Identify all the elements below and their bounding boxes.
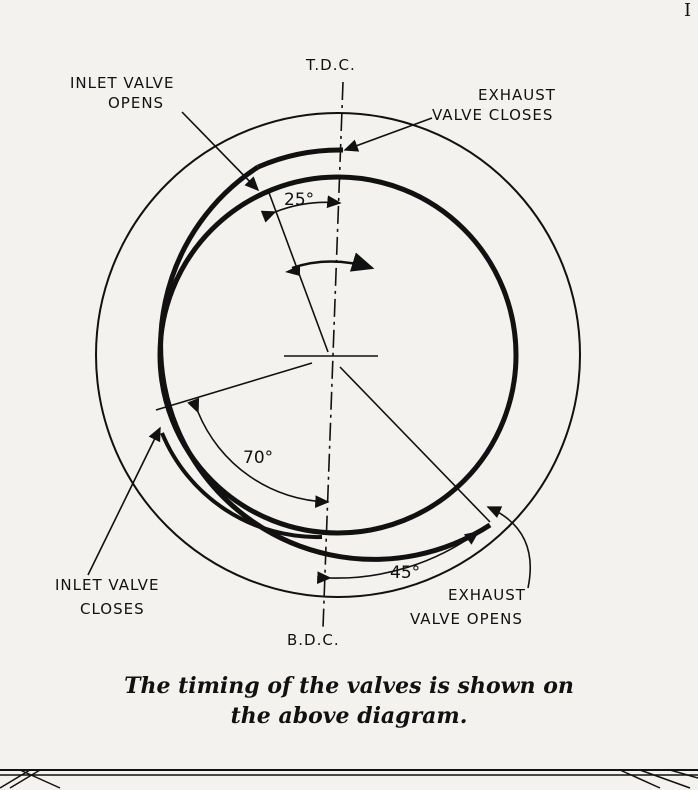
angle-70-arc xyxy=(187,397,330,509)
angle-25-label: 25° xyxy=(284,190,314,210)
rotation-arrow xyxy=(291,252,375,272)
inlet-opens-leader xyxy=(181,111,260,192)
angle-45-arc xyxy=(317,531,480,585)
inlet-opens-label-line1: INLET VALVE xyxy=(70,74,174,92)
inlet-close-arc xyxy=(160,432,323,540)
exhaust-closes-label-line2: VALVE CLOSES xyxy=(432,106,553,124)
bdc-label: B.D.C. xyxy=(287,631,340,649)
angle-45-label: 45° xyxy=(390,563,420,583)
exhaust-open-radial xyxy=(339,366,491,523)
edge-fragment-text: I xyxy=(684,0,692,21)
inlet-opens-label-line2: OPENS xyxy=(108,94,164,112)
inlet-close-radial xyxy=(155,362,313,411)
exhaust-closes-leader xyxy=(343,117,433,152)
angle-25-arc xyxy=(260,195,342,223)
inlet-closes-leader xyxy=(87,426,161,576)
caption-line1: The timing of the valves is shown on xyxy=(124,673,574,699)
inlet-closes-label-line2: CLOSES xyxy=(80,600,145,618)
angle-70-label: 70° xyxy=(243,448,273,468)
outer-circle xyxy=(95,112,581,598)
exhaust-closes-label-line1: EXHAUST xyxy=(478,86,556,104)
decorative-bottom-border xyxy=(0,769,698,789)
exhaust-opens-label-line2: VALVE OPENS xyxy=(410,610,523,628)
exhaust-opens-leader xyxy=(486,506,532,589)
overlap-arc xyxy=(257,147,344,170)
exhaust-opens-label-line1: EXHAUST xyxy=(448,586,526,604)
caption-line2: the above diagram. xyxy=(230,703,468,729)
tdc-bdc-line xyxy=(322,81,344,629)
rotation-arrow-tail xyxy=(285,265,300,276)
tdc-label: T.D.C. xyxy=(305,56,356,74)
inlet-closes-label-line1: INLET VALVE xyxy=(55,576,159,594)
